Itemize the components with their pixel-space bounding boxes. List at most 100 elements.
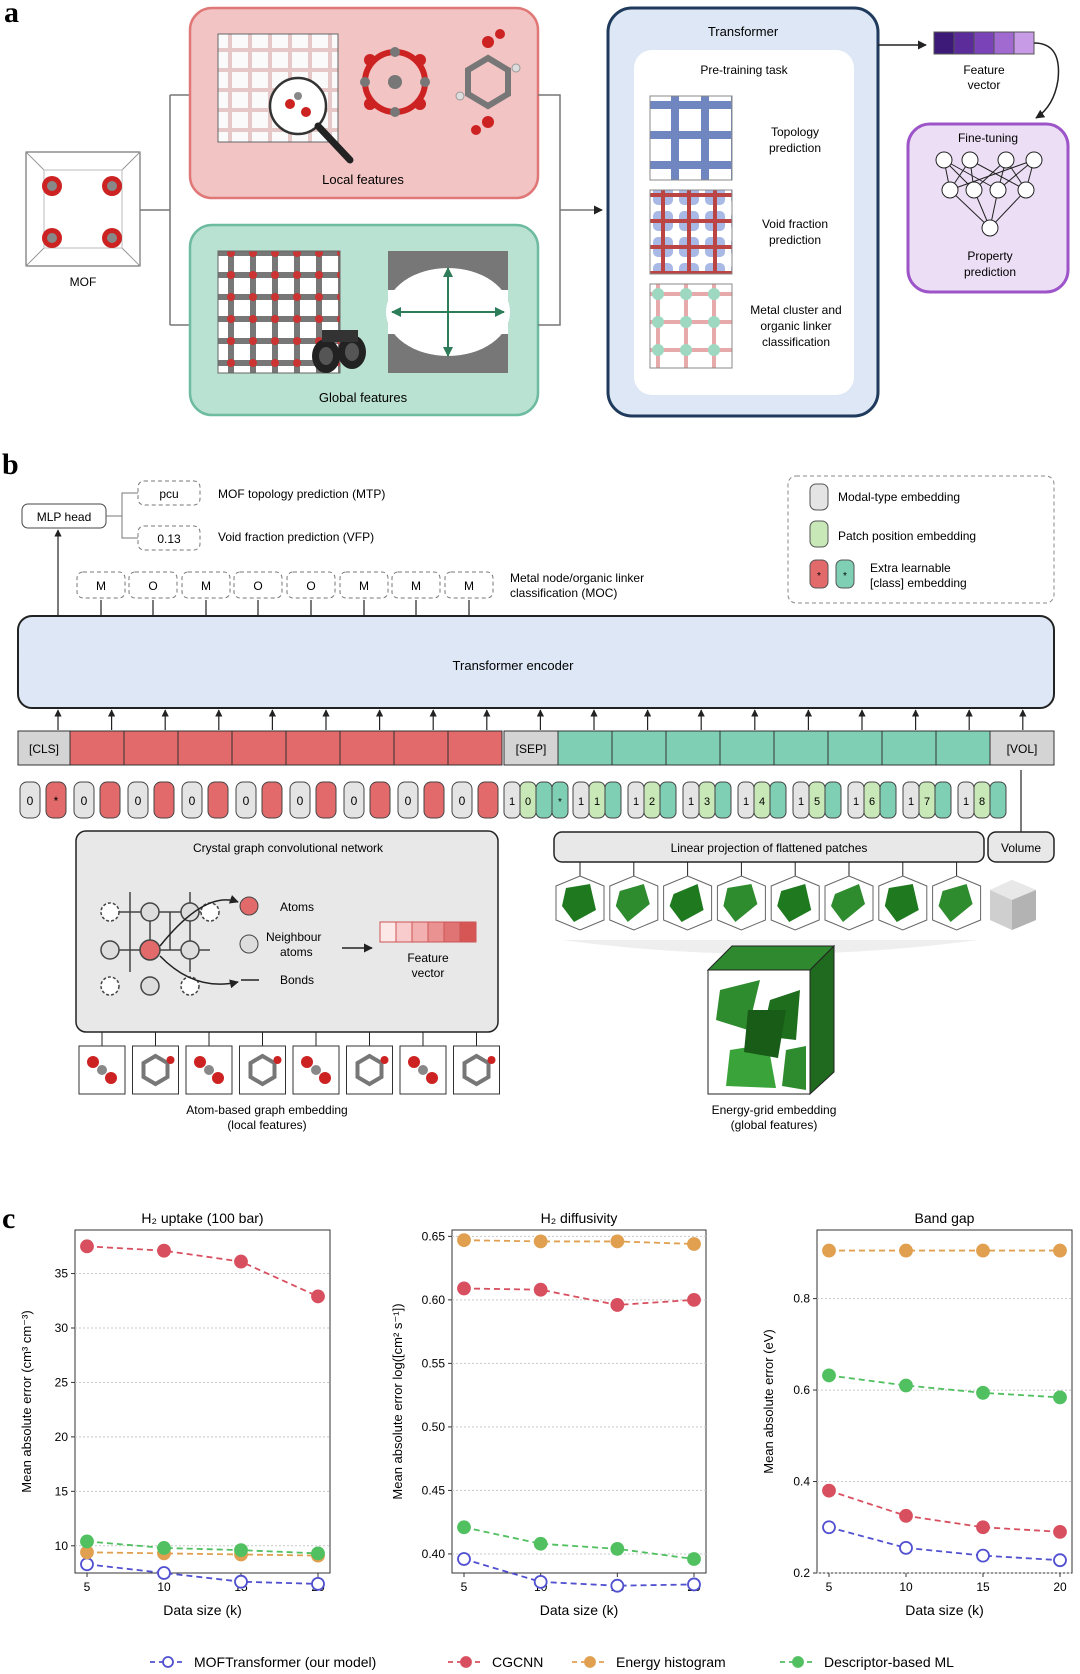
series-line bbox=[828, 1489, 1061, 1533]
series-descriptor-based-ml bbox=[457, 1520, 701, 1566]
x-tick-label: 10 bbox=[899, 1580, 913, 1594]
data-point bbox=[610, 1578, 625, 1593]
svg-text:3: 3 bbox=[704, 796, 710, 808]
x-axis-label: Data size (k) bbox=[540, 1602, 619, 1618]
linear-projection-box bbox=[553, 831, 985, 863]
legend-teal-swatch bbox=[835, 559, 855, 589]
atom-graph-thumbnail bbox=[346, 1032, 393, 1095]
data-point bbox=[899, 1243, 913, 1258]
global-token bbox=[773, 730, 829, 766]
data-point bbox=[80, 1239, 94, 1254]
data-point bbox=[533, 1574, 548, 1589]
legend-star-1: * bbox=[817, 571, 821, 582]
data-point bbox=[311, 1289, 325, 1304]
data-point bbox=[1053, 1524, 1067, 1539]
series-line bbox=[86, 1540, 319, 1555]
data-point bbox=[157, 1541, 171, 1555]
cls-token: [CLS] bbox=[17, 730, 71, 766]
svg-text:4: 4 bbox=[759, 796, 765, 808]
bonds-label: Bonds bbox=[280, 973, 314, 987]
legend-red-swatch bbox=[809, 559, 829, 589]
legend-patch-swatch bbox=[809, 520, 829, 548]
charts: 1015202530355101520H₂ uptake (100 bar)Da… bbox=[19, 1210, 1073, 1618]
global-token bbox=[665, 730, 721, 766]
data-point bbox=[457, 1520, 471, 1535]
atom-graph-thumbnail bbox=[185, 1032, 233, 1095]
neighbour-label: Neighbour bbox=[266, 930, 321, 944]
data-point bbox=[80, 1557, 94, 1572]
svg-text:0: 0 bbox=[135, 794, 142, 808]
legend-star-2: * bbox=[843, 571, 847, 582]
global-token bbox=[719, 730, 775, 766]
svg-text:[VOL]: [VOL] bbox=[1007, 742, 1038, 756]
data-point bbox=[234, 1574, 248, 1589]
local-features-label: Local features bbox=[322, 172, 404, 187]
data-point bbox=[822, 1520, 836, 1535]
pcu-label: pcu bbox=[159, 487, 178, 501]
atom-embed-label-2: (local features) bbox=[227, 1118, 306, 1132]
moc-token: M bbox=[391, 571, 441, 599]
series-moftransformer-our-model- bbox=[822, 1520, 1067, 1568]
legend-extra-label: Extra learnable bbox=[870, 561, 951, 575]
svg-text:Metal cluster and: Metal cluster and bbox=[750, 303, 841, 317]
svg-text:0: 0 bbox=[243, 794, 250, 808]
organic-linker-molecule bbox=[455, 29, 521, 135]
plot-area bbox=[816, 1229, 1073, 1574]
y-tick-label: 0.65 bbox=[422, 1229, 446, 1243]
y-axis-label: Mean absolute error (eV) bbox=[761, 1329, 776, 1474]
plot-area bbox=[451, 1229, 707, 1574]
atoms-label: Atoms bbox=[280, 900, 314, 914]
moc-token: M bbox=[181, 571, 231, 599]
energy-grid-patch bbox=[716, 862, 766, 931]
task-void-fraction: Void fraction prediction bbox=[762, 217, 828, 247]
svg-text:5: 5 bbox=[814, 796, 820, 808]
extra-class-embedding bbox=[153, 781, 175, 819]
svg-text:*: * bbox=[54, 794, 59, 808]
modal-type-embedding: 0 bbox=[289, 781, 311, 819]
svg-text:M: M bbox=[359, 579, 369, 593]
local-token bbox=[123, 730, 179, 766]
svg-text:2: 2 bbox=[649, 796, 655, 808]
extra-class-embedding bbox=[99, 781, 121, 819]
svg-text:O: O bbox=[306, 579, 315, 593]
moc-token: M bbox=[339, 571, 389, 599]
legend-patch-label: Patch position embedding bbox=[838, 529, 976, 543]
data-point bbox=[1053, 1243, 1067, 1258]
svg-text:7: 7 bbox=[924, 796, 930, 808]
finetuning-title: Fine-tuning bbox=[958, 131, 1018, 145]
encoder-label: Transformer encoder bbox=[453, 658, 575, 673]
moc-label: Metal node/organic linker bbox=[510, 571, 644, 585]
local-token bbox=[447, 730, 503, 766]
y-tick-label: 0.60 bbox=[422, 1293, 446, 1307]
series-line bbox=[86, 1551, 319, 1557]
svg-text:M: M bbox=[96, 579, 106, 593]
data-point bbox=[899, 1540, 913, 1555]
svg-text:1: 1 bbox=[509, 796, 515, 808]
mof-label: MOF bbox=[70, 275, 97, 289]
extra-class-embedding bbox=[207, 781, 229, 819]
energy-embed-label: Energy-grid embedding bbox=[712, 1103, 837, 1117]
cgcnn-title: Crystal graph convolutional network bbox=[193, 841, 384, 855]
data-point bbox=[533, 1234, 548, 1249]
task-topology: Topology prediction bbox=[769, 125, 821, 155]
energy-grid-patch bbox=[555, 862, 605, 931]
series-descriptor-based-ml bbox=[80, 1534, 325, 1561]
pretraining-title: Pre-training task bbox=[700, 63, 788, 77]
svg-text:prediction: prediction bbox=[769, 141, 821, 155]
volume-label: Volume bbox=[1001, 841, 1041, 855]
chart-title: Band gap bbox=[915, 1210, 975, 1226]
series-line bbox=[86, 1563, 319, 1585]
energy-grid-patch bbox=[878, 862, 928, 931]
svg-text:Energy histogram: Energy histogram bbox=[616, 1654, 726, 1670]
modal-type-embedding: 0 bbox=[397, 781, 419, 819]
svg-text:MOFTransformer (our model): MOFTransformer (our model) bbox=[194, 1654, 376, 1670]
local-token bbox=[285, 730, 341, 766]
series-moftransformer-our-model- bbox=[80, 1557, 325, 1591]
atom-embed-label: Atom-based graph embedding bbox=[186, 1103, 347, 1117]
svg-text:M: M bbox=[411, 579, 421, 593]
volume-box bbox=[987, 831, 1055, 863]
